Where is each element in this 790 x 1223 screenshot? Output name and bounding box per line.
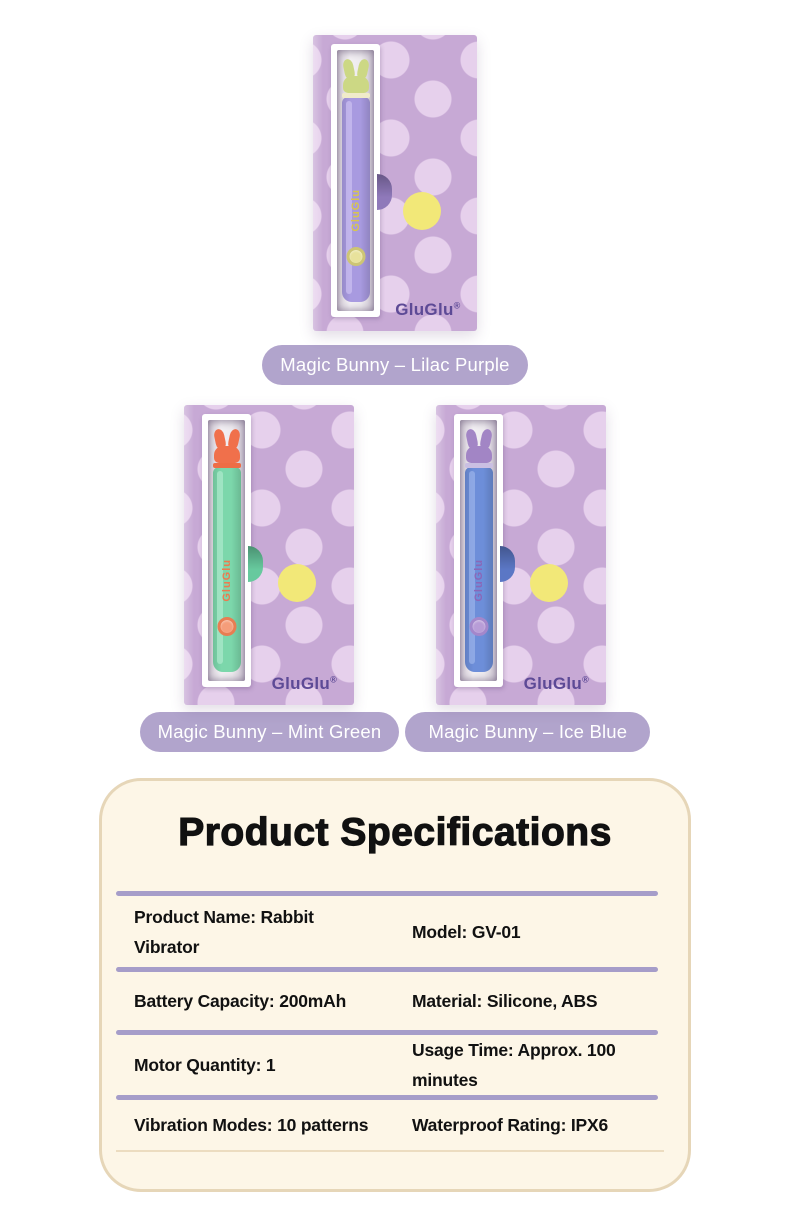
box-window-inner: GluGlu [460,420,497,681]
vibrator-device-mint: GluGlu [208,420,245,681]
device-neck-ring [341,93,370,98]
spec-row-vibration: Vibration Modes: 10 patterns Waterproof … [102,1100,688,1150]
box-window-inner: GluGlu [208,420,245,681]
divider [116,1030,658,1035]
box-window-inner: GluGlu [337,50,374,311]
divider [116,967,658,972]
box-window: GluGlu [454,414,503,687]
device-brand-text: GluGlu [220,559,233,602]
power-button [346,247,365,266]
yellow-dot [277,564,316,602]
yellow-dot [529,564,568,602]
box-pull-tab [248,546,263,582]
brand-logo-text: GluGlu [395,300,454,319]
spec-cell-waterproof: Waterproof Rating: IPX6 [412,1115,609,1135]
caption-ice-blue: Magic Bunny – Ice Blue [405,712,651,752]
registered-mark: ® [330,674,337,685]
product-row-1: GluGlu GluGlu® [0,0,790,331]
brand-logo: GluGlu® [395,300,460,320]
vibrator-device-lilac: GluGlu [337,50,374,311]
vibrator-device-ice: GluGlu [460,420,497,681]
device-body: GluGlu [341,97,370,302]
brand-logo: GluGlu® [272,674,337,694]
spec-card: Product Specifications Product Name: Rab… [99,778,691,1192]
product-photo-mint-green: GluGlu GluGlu® [184,405,354,705]
spec-cell-battery: Battery Capacity: 200mAh [134,991,347,1011]
spec-cell-vibration-modes: Vibration Modes: 10 patterns [134,1115,369,1135]
box-pull-tab [500,546,515,582]
caption-mint-green: Magic Bunny – Mint Green [139,712,400,752]
bunny-head-icon [464,428,493,463]
registered-mark: ® [453,300,461,311]
device-brand-text: GluGlu [472,559,485,602]
divider-faint [116,1150,664,1152]
product-photo-lilac-purple: GluGlu GluGlu® [313,35,477,331]
spec-cell-model: Model: GV-01 [412,921,521,942]
caption-lilac-purple: Magic Bunny – Lilac Purple [262,345,528,385]
caption-row-2: Magic Bunny – Mint Green Magic Bunny – I… [0,712,790,752]
brand-logo-text: GluGlu [523,674,583,693]
device-body: GluGlu [212,467,241,672]
box-window: GluGlu [331,44,380,317]
bunny-head-icon [212,428,241,463]
power-button [217,617,236,636]
box-window: GluGlu [202,414,251,687]
power-button [469,617,488,636]
device-neck-ring [212,463,241,468]
bunny-face [465,446,492,463]
device-brand-text: GluGlu [349,189,362,232]
brand-logo: GluGlu® [524,674,589,694]
bunny-face [342,76,369,93]
bunny-face [213,446,240,463]
caption-row-1: Magic Bunny – Lilac Purple [0,345,790,385]
product-photo-ice-blue: GluGlu GluGlu® [436,405,606,705]
registered-mark: ® [582,674,589,685]
divider [116,1095,658,1100]
spec-row-motor: Motor Quantity: 1 Usage Time: Approx. 10… [102,1035,688,1095]
spec-cell-product-name: Product Name: Rabbit Vibrator [134,906,314,957]
brand-logo-text: GluGlu [271,674,331,693]
device-neck-ring [464,463,493,468]
spec-cell-usage-time: Usage Time: Approx. 100 minutes [412,1040,616,1090]
spec-title: Product Specifications [178,810,612,854]
yellow-dot [403,191,442,230]
product-row-2: GluGlu GluGlu® [0,405,790,705]
spec-cell-material: Material: Silicone, ABS [412,991,598,1011]
spec-cell-motor: Motor Quantity: 1 [134,1055,276,1075]
spec-row-product-name: Product Name: Rabbit Vibrator Model: GV-… [102,896,688,967]
spec-row-battery: Battery Capacity: 200mAh Material: Silic… [102,972,688,1030]
device-body: GluGlu [464,467,493,672]
box-pull-tab [377,174,392,211]
bunny-head-icon [341,58,370,93]
divider [116,891,658,896]
